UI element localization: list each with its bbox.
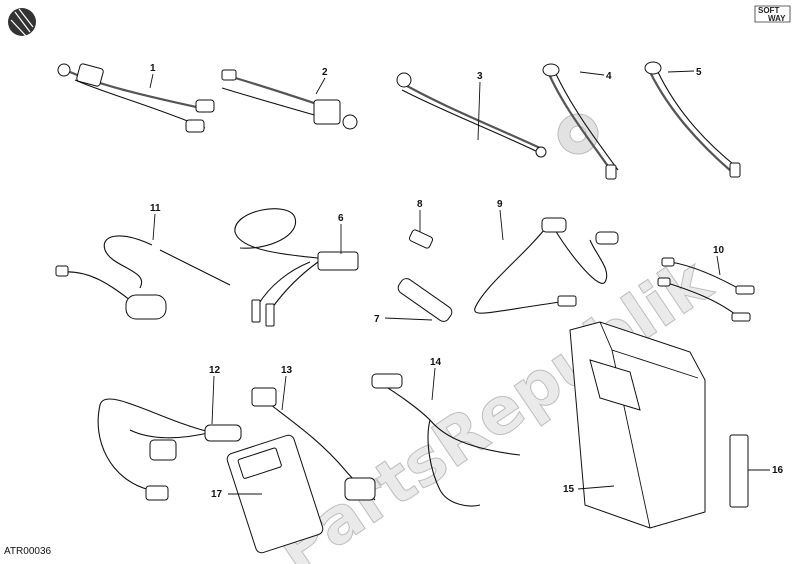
- callout-16: 16: [772, 465, 784, 476]
- callout-4: 4: [606, 71, 612, 82]
- callout-13: 13: [281, 365, 293, 376]
- part-3-tube: [396, 72, 547, 158]
- logo-line1: SOFT: [758, 6, 779, 15]
- part-7-pin: [397, 278, 453, 322]
- callout-15: 15: [563, 484, 575, 495]
- part-14-lead: [371, 373, 521, 507]
- part-9-cable: [474, 217, 619, 314]
- callout-8: 8: [417, 199, 423, 210]
- callouts: 1 2 3 4 5 11 6 8 9 7 10 12 13 14 17 15 1…: [150, 63, 784, 500]
- part-13-cable: [251, 387, 376, 501]
- callout-5: 5: [696, 67, 702, 78]
- callout-6: 6: [338, 213, 344, 224]
- callout-17: 17: [211, 489, 223, 500]
- callout-14: 14: [430, 357, 442, 368]
- part-12-cable: [97, 398, 242, 501]
- leader-lines: [149, 70, 770, 495]
- diagram-code: ATR00036: [4, 546, 52, 557]
- part-5-tube: [644, 61, 741, 178]
- gear-icon: [557, 113, 599, 155]
- callout-11: 11: [150, 203, 161, 214]
- part-15-case: [569, 321, 706, 529]
- part-11-probe: [55, 235, 231, 320]
- callout-3: 3: [477, 71, 483, 82]
- callout-1: 1: [150, 63, 156, 74]
- logo-line2: WAY: [768, 14, 786, 23]
- part-4-tube: [542, 63, 619, 180]
- callout-9: 9: [497, 199, 503, 210]
- part-17-tester: [226, 434, 324, 554]
- part-1-hose: [57, 63, 215, 133]
- part-6-cable: [234, 208, 359, 327]
- part-2-hose: [221, 69, 358, 130]
- callout-7: 7: [374, 314, 380, 325]
- softway-logo: SOFT WAY: [754, 5, 791, 23]
- part-8-connector: [408, 229, 434, 249]
- part-16-tag: [729, 434, 749, 508]
- callout-2: 2: [322, 67, 328, 78]
- part-10-clips: [657, 257, 755, 322]
- callout-12: 12: [209, 365, 221, 376]
- corner-disc-icon: [8, 8, 36, 37]
- callout-10: 10: [713, 245, 725, 256]
